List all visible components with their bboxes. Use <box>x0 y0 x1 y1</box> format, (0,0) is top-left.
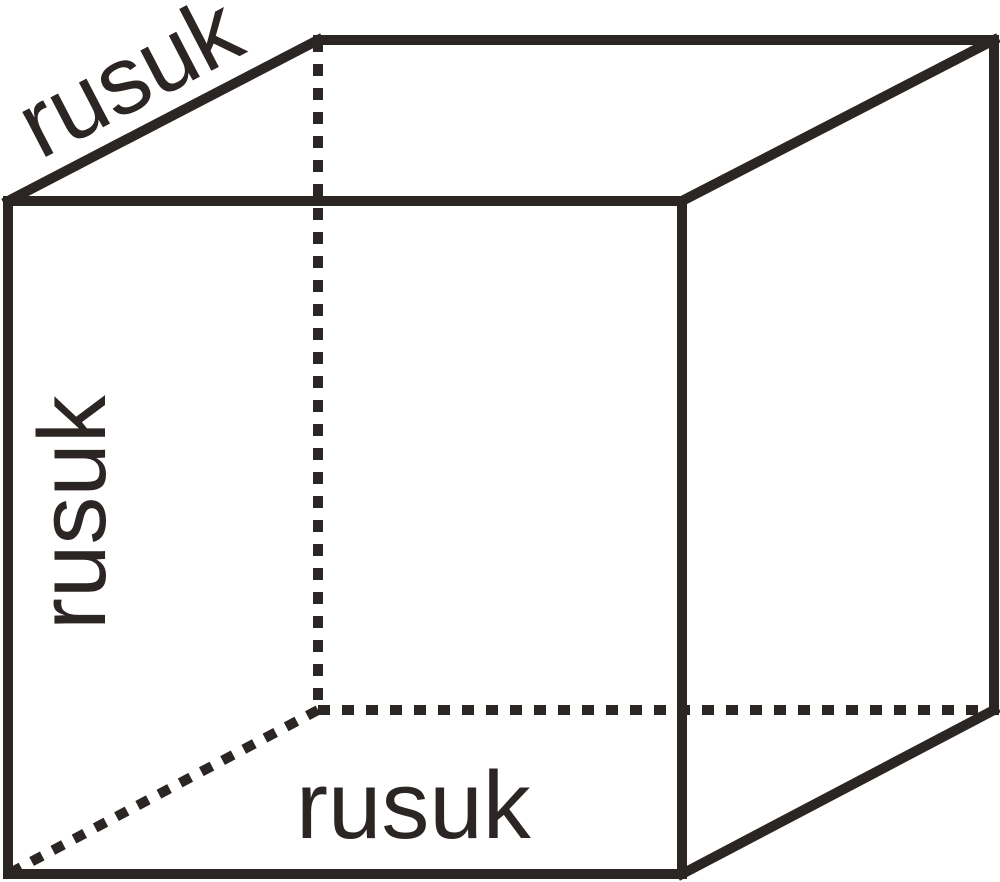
hidden-edge-bottom-diagonal <box>5 705 321 879</box>
edge-top-right-diagonal <box>675 33 1000 208</box>
edge-top-left-diagonal <box>1 33 325 208</box>
front-face <box>3 196 687 879</box>
label-bottom-edge: rusuk <box>296 752 532 859</box>
label-left-edge: rusuk <box>19 394 126 630</box>
edge-bottom-right-diagonal <box>675 703 1000 881</box>
label-top-edge: rusuk <box>0 0 259 179</box>
